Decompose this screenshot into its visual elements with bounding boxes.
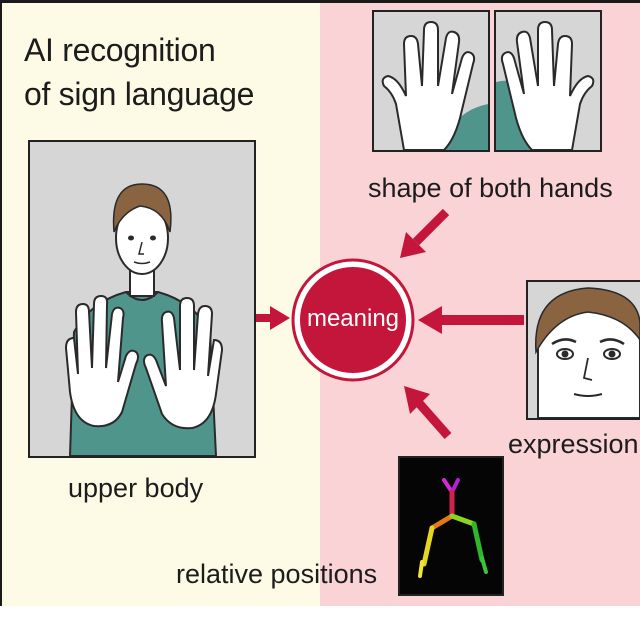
arrow-from-hands	[398, 208, 450, 260]
hands-label: shape of both hands	[368, 172, 613, 204]
upper-body-image	[28, 140, 256, 458]
relative-positions-label: relative positions	[176, 558, 377, 590]
arrow-from-upper-body	[256, 306, 292, 330]
diagram-title: AI recognition of sign language	[24, 28, 254, 116]
right-hand-shape-image	[494, 10, 602, 152]
left-border	[0, 0, 2, 608]
top-border	[0, 0, 640, 3]
meaning-label: meaning	[291, 304, 415, 334]
title-line-1: AI recognition	[24, 28, 254, 72]
meaning-node: meaning	[291, 258, 415, 382]
facial-expression-image	[526, 280, 640, 420]
arrow-from-expression	[418, 306, 524, 334]
expression-label: expression	[508, 428, 639, 460]
left-hand-shape-image	[372, 10, 490, 152]
title-line-2: of sign language	[24, 72, 254, 116]
bottom-margin	[0, 606, 640, 618]
arrow-from-relative-positions	[402, 384, 452, 440]
upper-body-label: upper body	[68, 472, 203, 504]
relative-positions-skeleton-image	[398, 456, 504, 596]
